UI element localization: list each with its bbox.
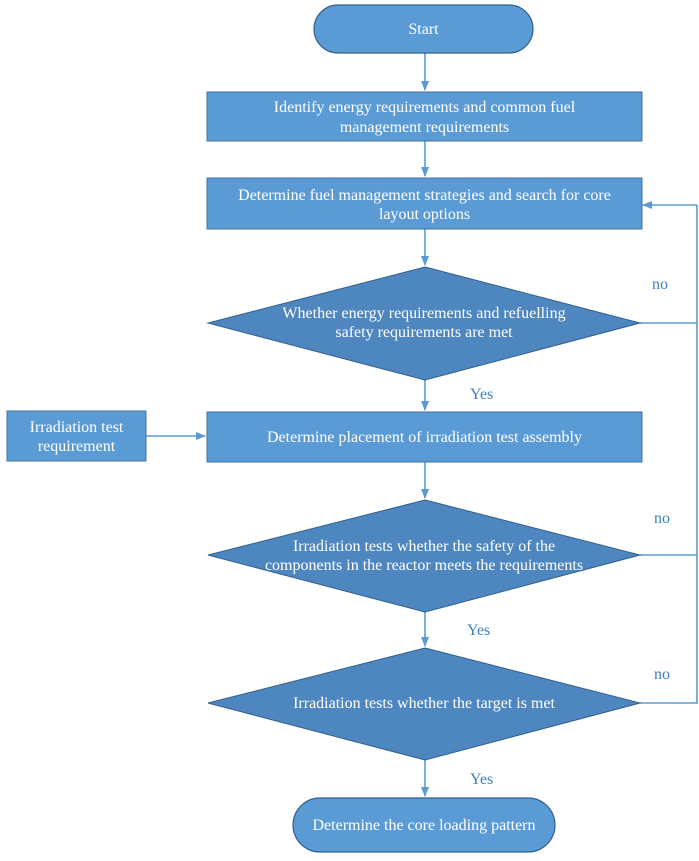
decision-component-safety <box>207 499 642 613</box>
decision-component-safety-label-line2: components in the reactor meets the requ… <box>265 557 583 574</box>
no-label-decision1: no <box>652 276 668 293</box>
yes-label-decision3: Yes <box>470 771 493 788</box>
fuel-strategy-label-line2: layout options <box>379 206 470 223</box>
irradiation-test-requirement-label-line1: Irradiation test <box>30 419 124 436</box>
identify-requirements-label-line1: Identify energy requirements and common … <box>274 99 576 116</box>
decision-energy-safety <box>206 266 642 381</box>
start-label: Start <box>408 21 439 38</box>
decision-energy-safety-label-line2: safety requirements are met <box>335 324 513 341</box>
decision-target-met-label: Irradiation tests whether the target is … <box>293 695 555 712</box>
no-label-decision3: no <box>654 666 670 683</box>
fuel-strategy-label-line1: Determine fuel management strategies and… <box>238 187 611 204</box>
decision-target-met <box>207 647 642 761</box>
end-label: Determine the core loading pattern <box>312 817 535 834</box>
irradiation-test-requirement-box <box>6 410 147 462</box>
end-terminal <box>292 797 556 853</box>
placement-box <box>206 411 643 463</box>
yes-label-decision2: Yes <box>467 622 490 639</box>
fuel-strategy-box <box>206 177 643 230</box>
feedback-loop-line <box>640 205 698 704</box>
identify-requirements-label-line2: management requirements <box>340 119 509 136</box>
placement-label: Determine placement of irradiation test … <box>267 429 582 446</box>
yes-label-decision1: Yes <box>470 386 493 403</box>
decision-energy-safety-label-line1: Whether energy requirements and refuelli… <box>282 305 565 322</box>
decision-component-safety-label-line1: Irradiation tests whether the safety of … <box>293 538 555 555</box>
irradiation-test-requirement-label-line2: requirement <box>38 438 116 455</box>
no-label-decision2: no <box>654 510 670 527</box>
identify-requirements-box <box>206 91 643 142</box>
start-terminal <box>313 4 534 54</box>
